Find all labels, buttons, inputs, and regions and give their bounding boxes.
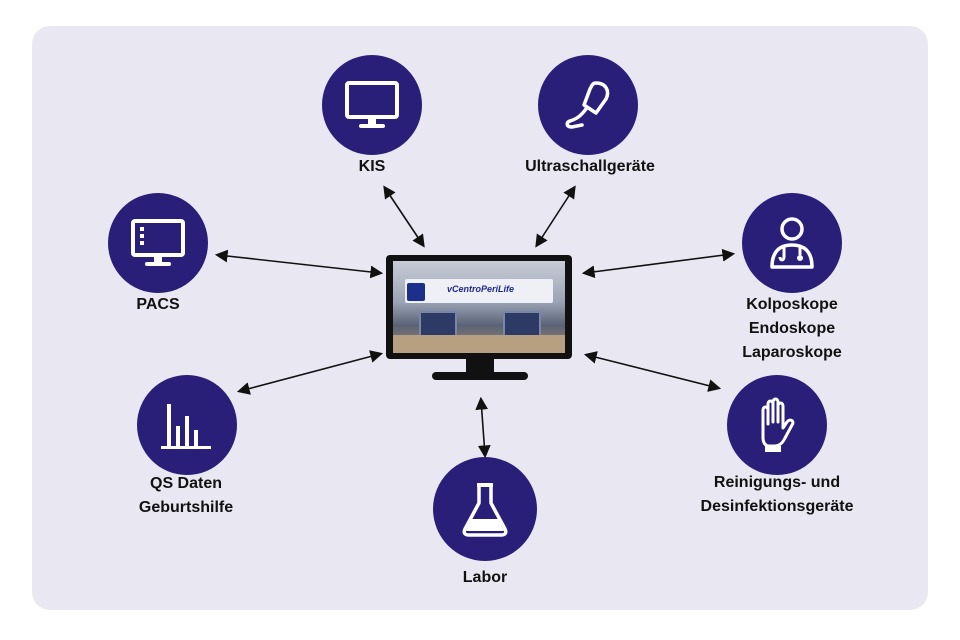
ultrasound-probe-icon — [565, 81, 610, 129]
qs-label: QS Daten Geburtshilfe — [139, 472, 233, 520]
monitor-icon — [345, 81, 399, 128]
kolposkope-label: Kolposkope Endoskope Laparoskope — [742, 293, 842, 365]
ultraschall-label: Ultraschallgeräte — [525, 158, 655, 175]
arrow-labor — [475, 396, 491, 459]
monitor-stand-base — [432, 372, 528, 380]
arrow-ultraschall — [535, 185, 576, 248]
labor-node — [433, 457, 537, 561]
qs-label-line-2: Geburtshilfe — [138, 499, 234, 516]
reinigung-label-line-2: Desinfektionsgeräte — [700, 498, 854, 515]
kolposkope-node — [742, 193, 842, 293]
flask-icon — [462, 483, 508, 537]
screen-sign — [405, 279, 553, 303]
monitor-stand-neck — [466, 359, 494, 373]
qs-label-line-1: QS Daten — [149, 475, 223, 492]
kis-label: KIS — [358, 158, 386, 175]
arrow-kis — [383, 185, 425, 248]
screen-logo-icon — [407, 283, 425, 301]
pacs-node — [108, 193, 208, 293]
qs-node — [137, 375, 237, 475]
pacs-monitor-icon — [131, 219, 185, 266]
reinigung-label: Reinigungs- und Desinfektionsgeräte — [701, 471, 854, 519]
doctor-icon — [770, 217, 814, 269]
central-monitor: vCentroPeriLife — [386, 255, 572, 359]
reinigung-label-line-1: Reinigungs- und — [713, 474, 841, 491]
kis-node — [322, 55, 422, 155]
kolposkope-label-line-3: Laparoskope — [742, 344, 842, 361]
arrow-pacs — [214, 249, 384, 279]
screen-brand: vCentroPeriLife — [447, 284, 515, 294]
reinigung-node — [727, 375, 827, 475]
monitor-screen: vCentroPeriLife — [393, 261, 565, 353]
kolposkope-label-line-1: Kolposkope — [746, 296, 838, 313]
arrow-qs — [236, 350, 384, 395]
glove-icon — [761, 397, 795, 452]
arrow-kolposkope — [581, 248, 736, 279]
ultraschall-node — [538, 55, 638, 155]
labor-label: Labor — [462, 569, 508, 586]
bar-chart-icon — [161, 404, 211, 449]
kolposkope-label-line-2: Endoskope — [748, 320, 836, 337]
screen-floor — [393, 335, 565, 353]
pacs-label: PACS — [136, 296, 180, 313]
arrow-reinigung — [583, 351, 722, 392]
